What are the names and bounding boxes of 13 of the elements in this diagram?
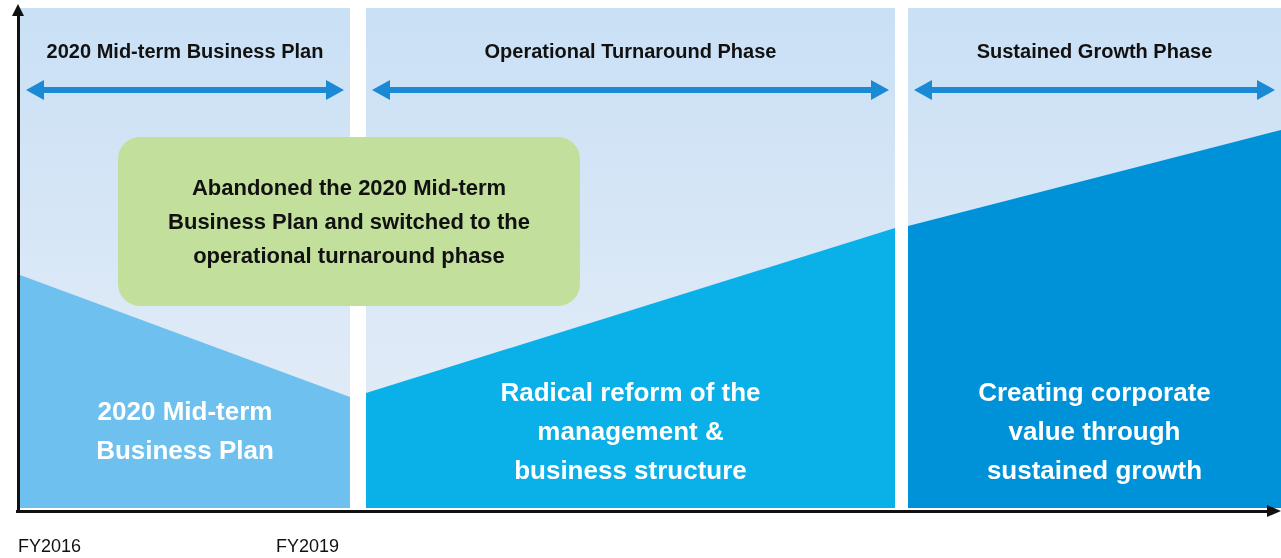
- phase-description: 2020 Mid-term Business Plan: [95, 395, 275, 467]
- callout-text: Abandoned the 2020 Mid-term Business Plan and switched to the operational turnaround phase: [167, 173, 531, 270]
- phase-heading: Operational Turnaround Phase: [483, 39, 778, 64]
- axis-label: FY2019: [276, 535, 340, 558]
- phase-heading: Sustained Growth Phase: [975, 39, 1214, 64]
- phase-area: [20, 275, 350, 508]
- phase-description: Radical reform of the management & business structure: [499, 376, 762, 487]
- phase-heading: 2020 Mid-term Business Plan: [45, 39, 325, 64]
- axis-label: FY2016: [18, 535, 82, 558]
- phase-area: [908, 130, 1281, 508]
- phase-band: [908, 8, 1281, 508]
- phase-description: Creating corporate value through sustained growth: [977, 376, 1212, 487]
- callout-tooltip: [118, 137, 580, 306]
